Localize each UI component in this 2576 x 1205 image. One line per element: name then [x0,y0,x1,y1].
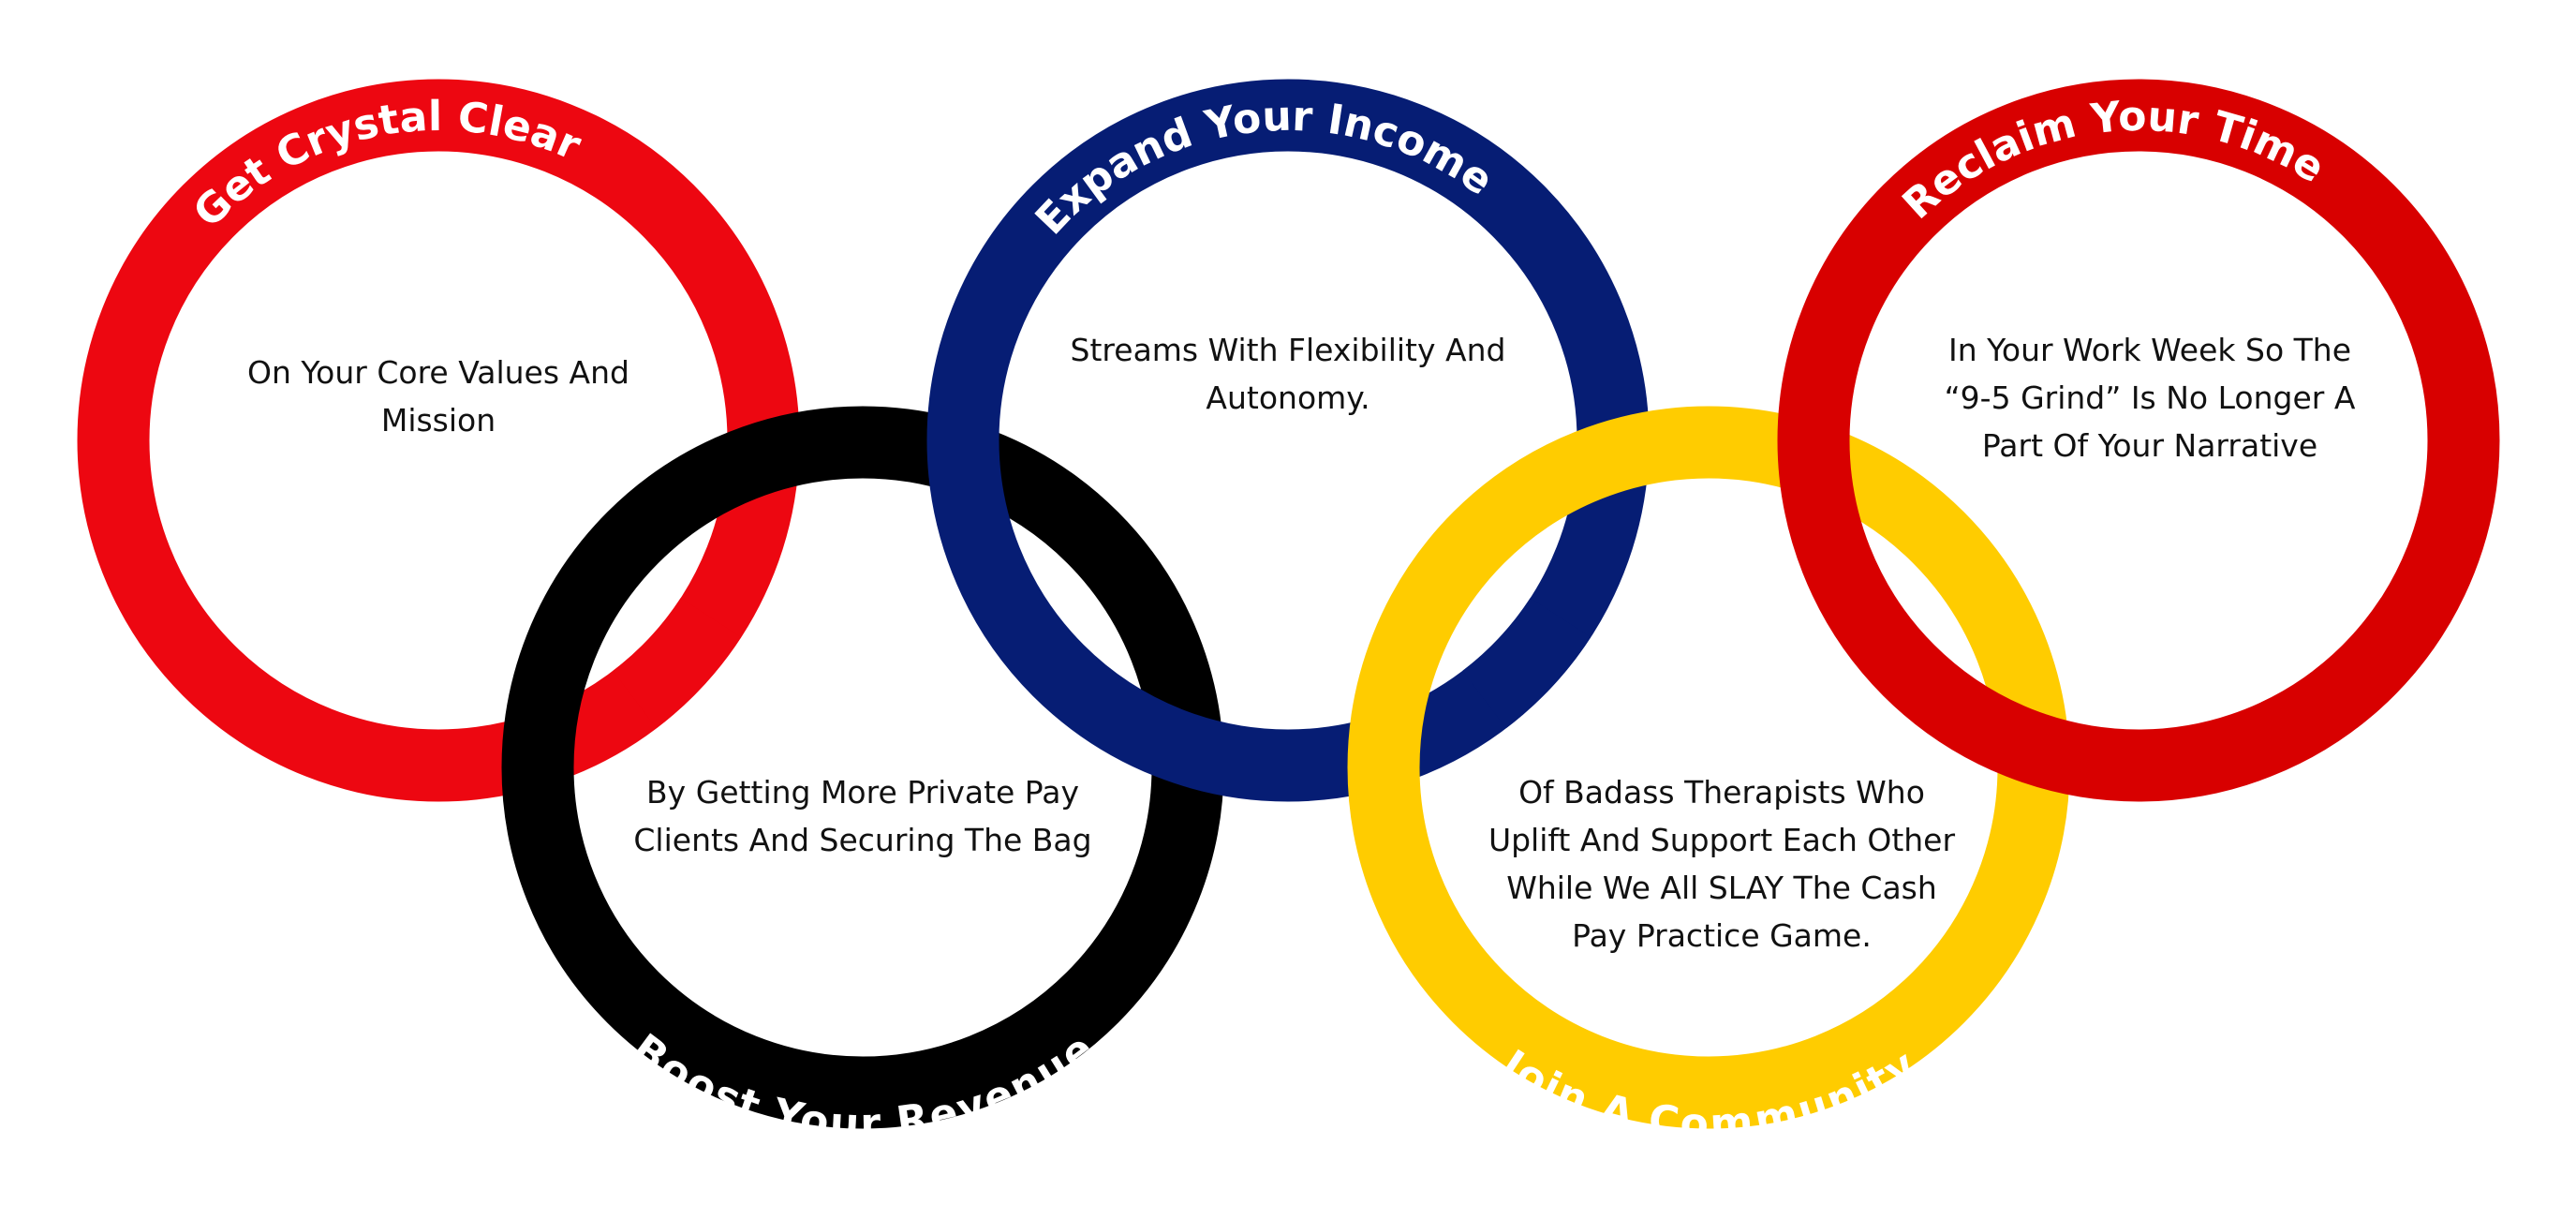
ring-black [501,406,1224,1129]
ring-body-boost-revenue: By Getting More Private Pay Clients And … [633,774,1092,858]
ring-body-reclaim-time: In Your Work Week So The “9-5 Grind” Is … [1944,332,2356,464]
ring-body-expand-income: Streams With Flexibility And Autonomy. [1070,332,1506,416]
ring-body-core-values: On Your Core Values And Mission [247,354,629,439]
ring-red-right [1777,79,2500,802]
ring-yellow [1347,406,2070,1129]
ring-body-join-community: Of Badass Therapists Who Uplift And Supp… [1488,774,1956,954]
